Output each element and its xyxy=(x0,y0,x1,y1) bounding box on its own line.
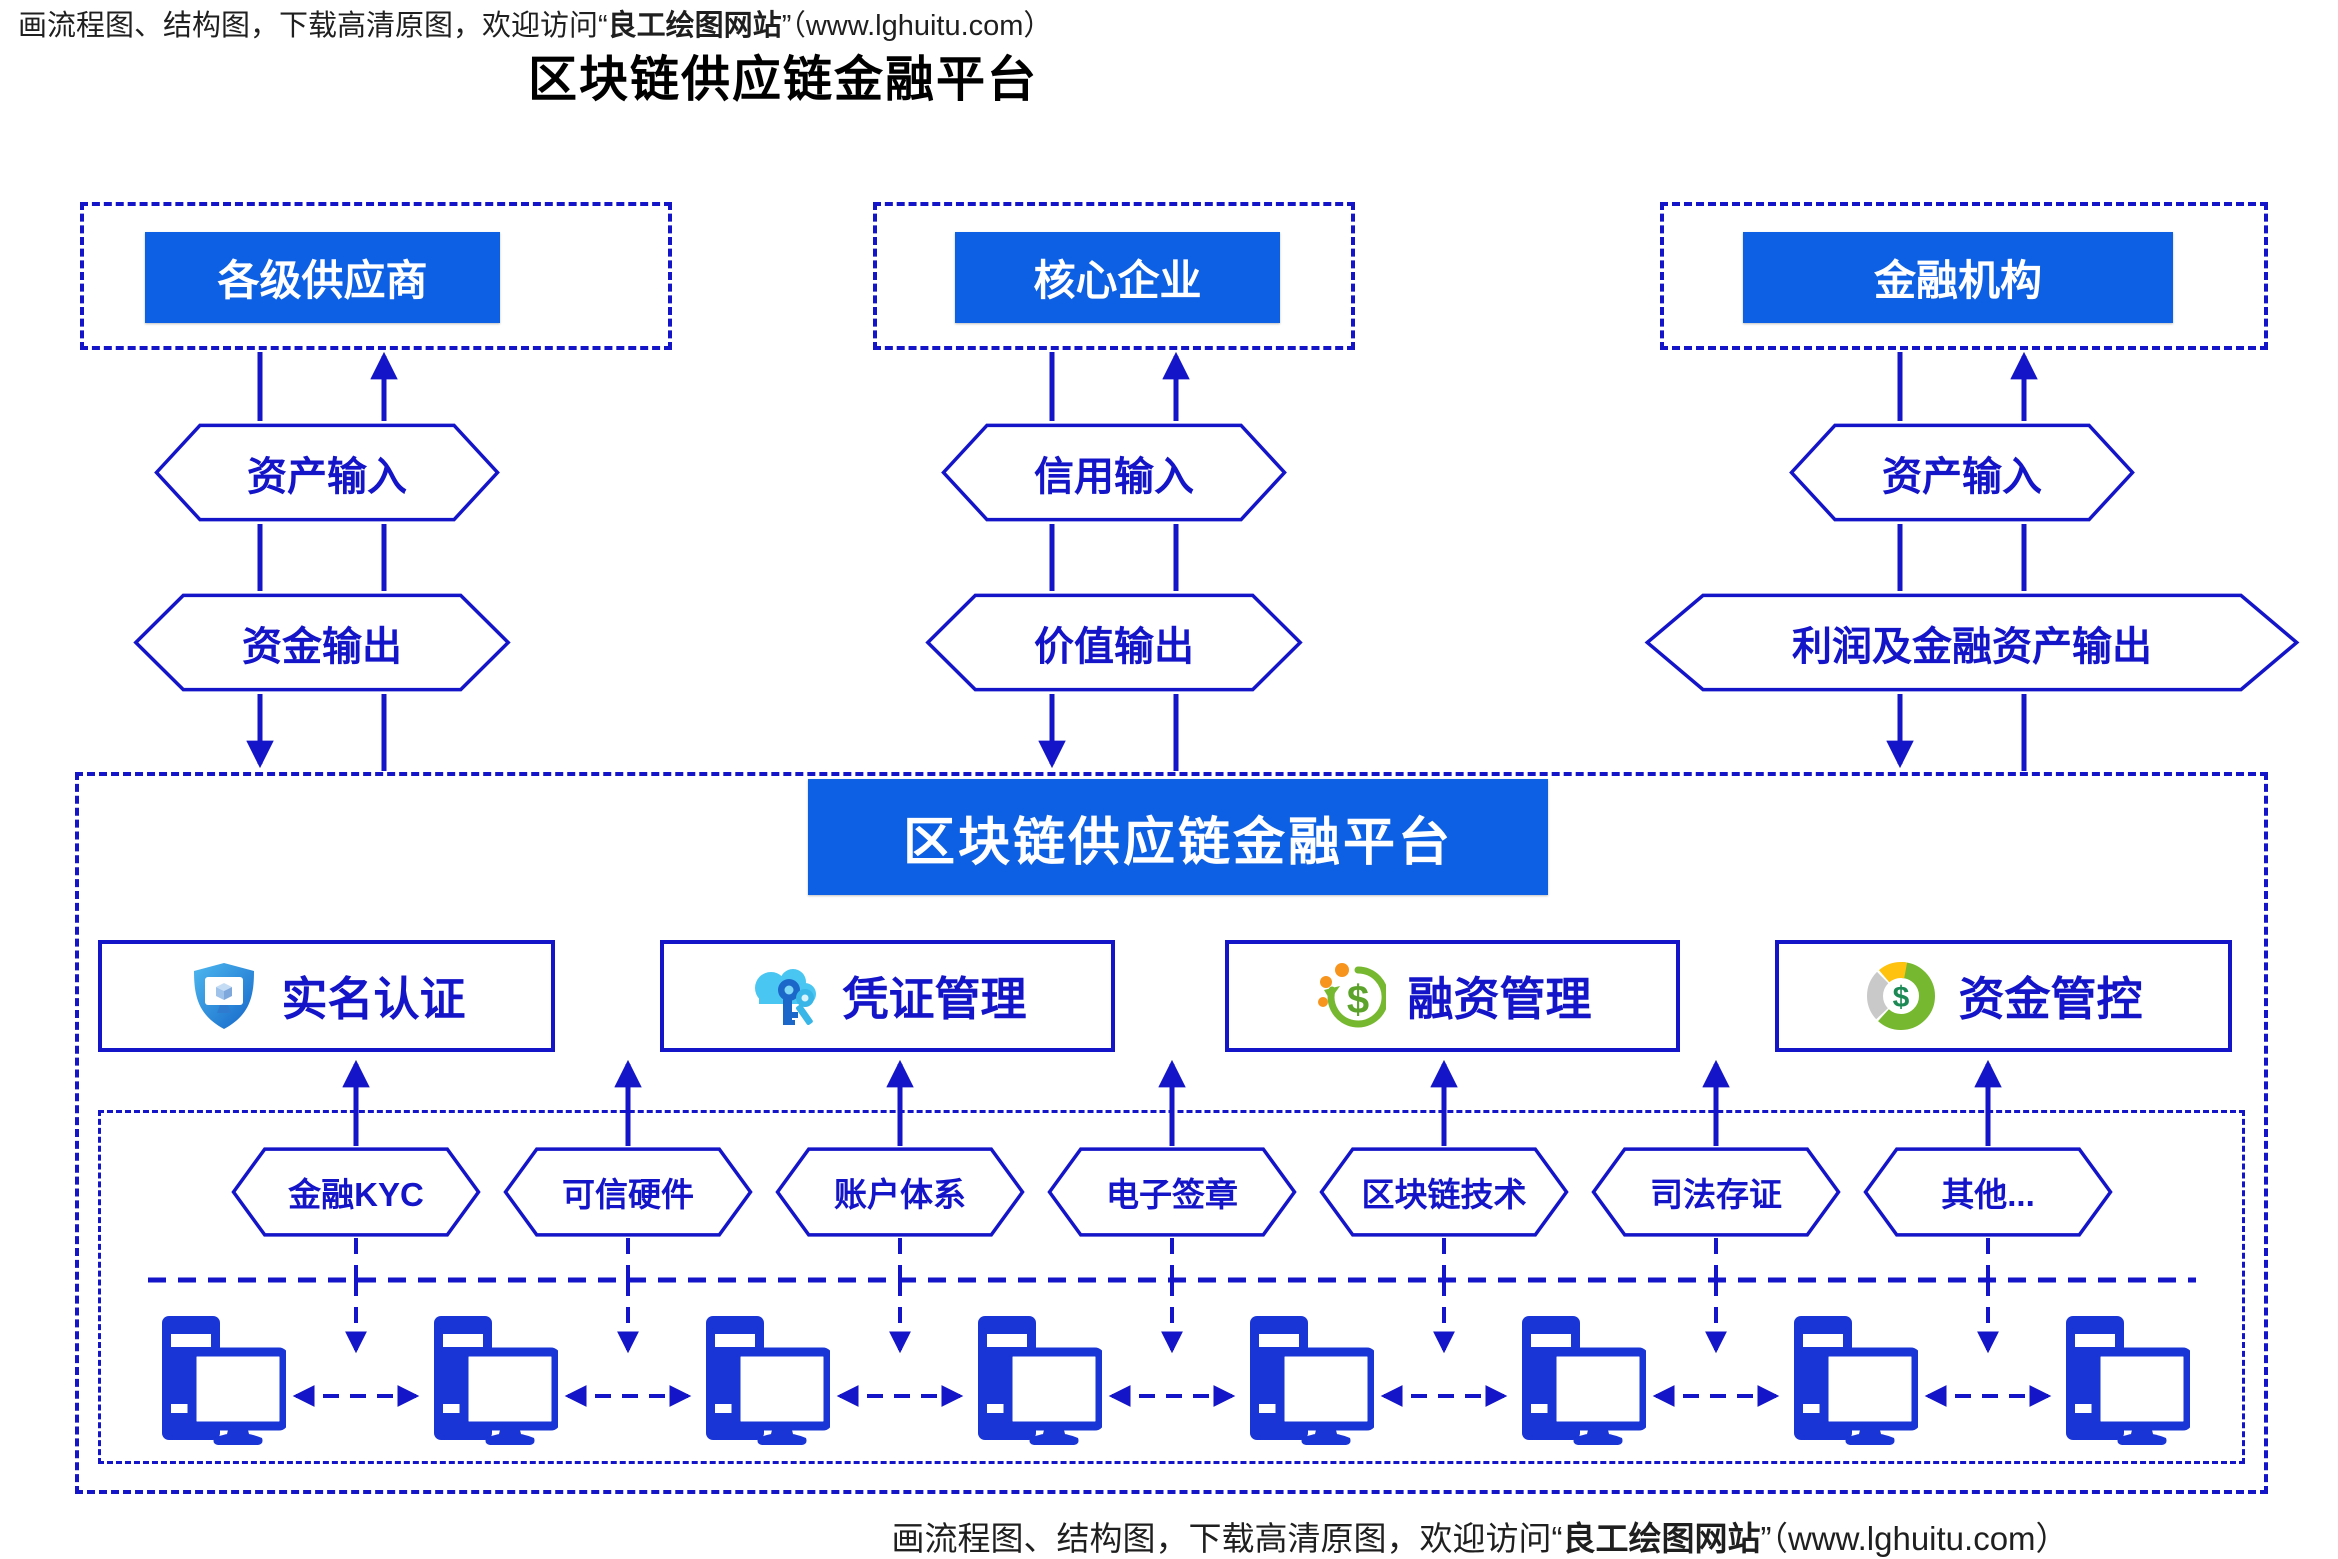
technology-layer-container xyxy=(98,1110,2245,1464)
flow-hex-core-output-label: 价值输出 xyxy=(1034,624,1194,669)
flow-hex-financial-output: 利润及金融资产输出 xyxy=(1644,592,2300,693)
tech-hex-financial-kyc-label: 金融KYC xyxy=(288,1176,424,1213)
tech-hex-blockchain-tech: 区块链技术 xyxy=(1319,1146,1569,1238)
entity-suppliers: 各级供应商 xyxy=(145,232,500,323)
cloud-keys-icon xyxy=(754,969,816,1025)
tech-hex-trusted-hardware-label: 可信硬件 xyxy=(562,1176,694,1213)
tech-hex-trusted-hardware: 可信硬件 xyxy=(503,1146,753,1238)
flow-hex-core-output: 价值输出 xyxy=(924,592,1304,693)
tech-hex-e-signature: 电子签章 xyxy=(1047,1146,1297,1238)
computer-icon xyxy=(1786,1312,1918,1448)
svg-text:$: $ xyxy=(1346,978,1368,1022)
entity-suppliers-label: 各级供应商 xyxy=(217,257,428,304)
entity-core-enterprise: 核心企业 xyxy=(955,232,1280,323)
flow-hex-supplier-input: 资产输入 xyxy=(153,422,501,523)
platform-banner: 区块链供应链金融平台 xyxy=(808,779,1548,895)
flow-hex-core-input-label: 信用输入 xyxy=(1034,454,1194,499)
feature-real-name-auth-label: 实名认证 xyxy=(281,973,466,1025)
tech-hex-account-system-label: 账户体系 xyxy=(834,1176,966,1213)
tech-hex-others-label: 其他... xyxy=(1941,1176,2035,1213)
computer-icon xyxy=(1514,1312,1646,1448)
computer-icon xyxy=(154,1312,286,1448)
flow-hex-core-input: 信用输入 xyxy=(940,422,1288,523)
tech-hex-judicial-evidence: 司法存证 xyxy=(1591,1146,1841,1238)
feature-fund-control: $ 资金管控 xyxy=(1775,940,2232,1052)
donut-dollar-icon: $ xyxy=(1866,962,1935,1030)
dollar-cycle-icon: $ xyxy=(1317,963,1386,1028)
footer-note-suffix: ”（www.lghuitu.com） xyxy=(1760,1520,2069,1557)
connector-col-suppliers xyxy=(246,351,398,771)
feature-fund-control-label: 资金管控 xyxy=(1958,973,2143,1025)
header-watermark-note: 画流程图、结构图，下载高清原图，欢迎访问“良工绘图网站”（www.lghuitu… xyxy=(18,2,1052,44)
tech-hex-others: 其他... xyxy=(1863,1146,2113,1238)
footer-note-prefix: 画流程图、结构图，下载高清原图，欢迎访问“ xyxy=(891,1520,1563,1557)
flow-hex-financial-output-label: 利润及金融资产输出 xyxy=(1792,624,2152,669)
header-note-suffix: ”（www.lghuitu.com） xyxy=(781,10,1053,42)
tech-hex-blockchain-tech-label: 区块链技术 xyxy=(1361,1176,1527,1213)
platform-container xyxy=(75,772,2268,1494)
entity-financial-institution-container xyxy=(1660,202,2268,350)
platform-banner-label: 区块链供应链金融平台 xyxy=(902,813,1453,872)
entity-core-enterprise-container xyxy=(873,202,1355,350)
flow-hex-supplier-output: 资金输出 xyxy=(132,592,512,693)
entity-core-enterprise-label: 核心企业 xyxy=(1033,257,1202,304)
connector-col-core xyxy=(1038,351,1190,771)
feature-real-name-auth: 实名认证 xyxy=(98,940,555,1052)
computer-icon xyxy=(698,1312,830,1448)
flow-hex-supplier-input-label: 资产输入 xyxy=(247,454,407,499)
feature-financing-mgmt: $ 融资管理 xyxy=(1225,940,1680,1052)
computer-icon xyxy=(970,1312,1102,1448)
flow-hex-financial-input: 资产输入 xyxy=(1788,422,2136,523)
header-note-prefix: 画流程图、结构图，下载高清原图，欢迎访问“ xyxy=(18,10,608,42)
computer-icon xyxy=(1242,1312,1374,1448)
shield-monitor-icon xyxy=(193,963,254,1029)
header-note-brand: 良工绘图网站 xyxy=(607,10,782,42)
tech-hex-account-system: 账户体系 xyxy=(775,1146,1025,1238)
tech-hex-financial-kyc: 金融KYC xyxy=(231,1146,481,1238)
tech-hex-e-signature-label: 电子签章 xyxy=(1106,1176,1238,1213)
flow-hex-financial-input-label: 资产输入 xyxy=(1882,454,2042,499)
connector-col-financial xyxy=(1886,351,2038,771)
tech-hex-judicial-evidence-label: 司法存证 xyxy=(1650,1176,1782,1213)
computer-icon xyxy=(426,1312,558,1448)
entity-financial-institution: 金融机构 xyxy=(1743,232,2173,323)
flow-hex-supplier-output-label: 资金输出 xyxy=(242,624,402,669)
footer-watermark-note: 画流程图、结构图，下载高清原图，欢迎访问“良工绘图网站”（www.lghuitu… xyxy=(891,1512,2068,1559)
feature-certificate-mgmt: 凭证管理 xyxy=(660,940,1115,1052)
computer-icon xyxy=(2058,1312,2190,1448)
svg-text:$: $ xyxy=(1892,981,1909,1014)
entity-suppliers-container xyxy=(80,202,672,350)
entity-financial-institution-label: 金融机构 xyxy=(1873,257,2042,304)
feature-certificate-mgmt-label: 凭证管理 xyxy=(842,973,1027,1025)
feature-financing-mgmt-label: 融资管理 xyxy=(1407,973,1592,1025)
footer-note-brand: 良工绘图网站 xyxy=(1562,1520,1761,1557)
page-title: 区块链供应链金融平台 xyxy=(527,53,1039,107)
